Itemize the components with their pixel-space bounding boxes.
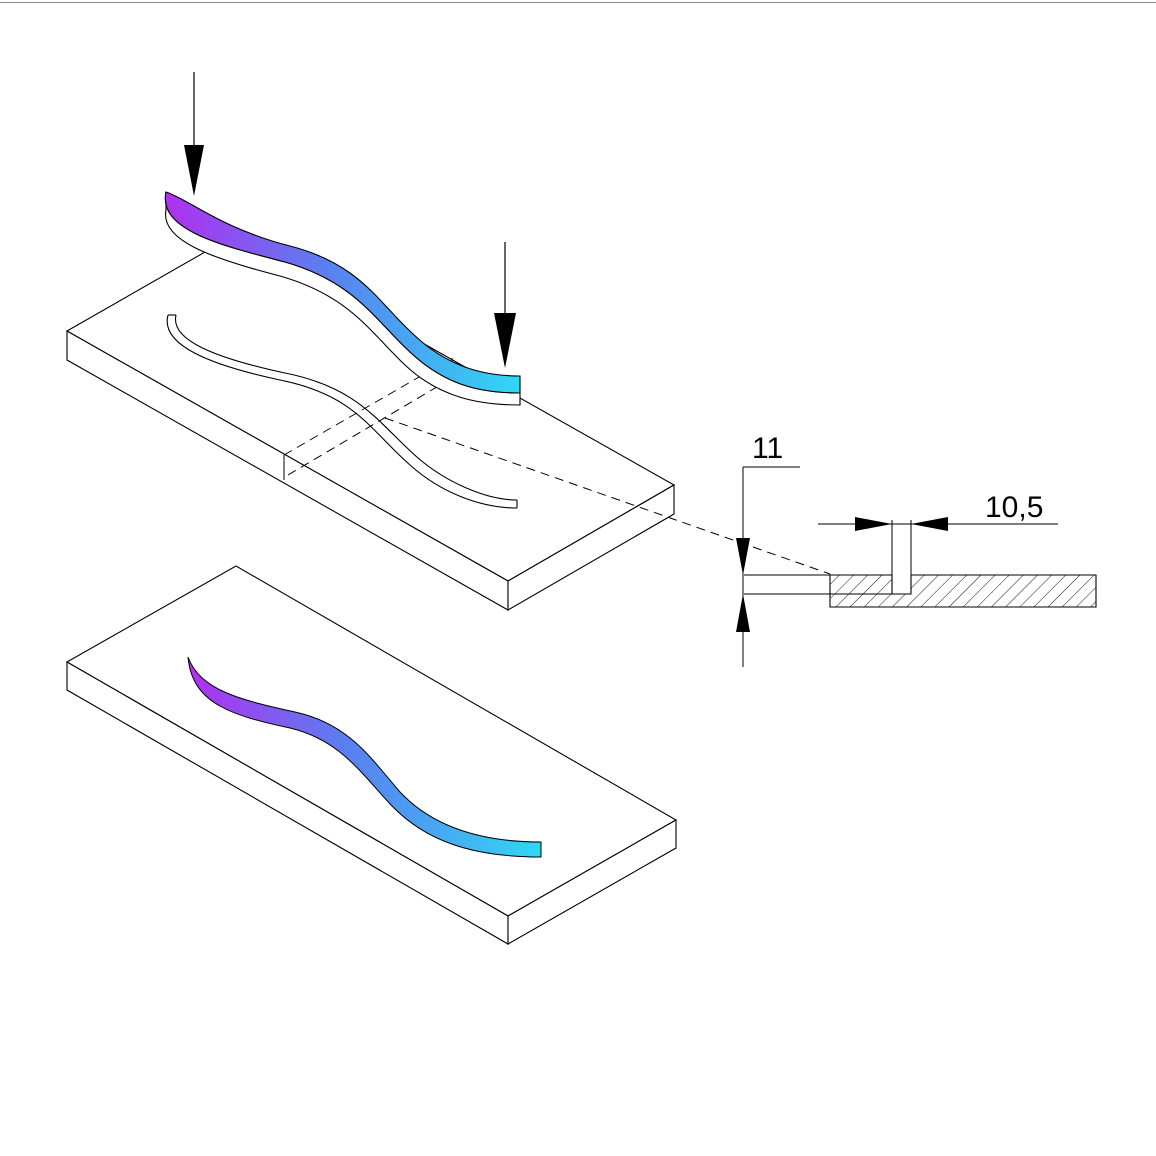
- section-detail: [736, 466, 1097, 667]
- floating-strip: [164, 191, 521, 406]
- press-arrow-left: [184, 72, 204, 196]
- top-frame-line: [0, 2, 1156, 3]
- dimension-label-11: 11: [752, 432, 783, 465]
- lower-plate: [65, 565, 678, 945]
- plate-groove: [166, 314, 518, 509]
- press-arrow-right: [494, 242, 516, 368]
- dimension-label-10-5: 10,5: [985, 491, 1043, 524]
- upper-plate: [65, 235, 676, 611]
- embedded-strip: [187, 656, 542, 858]
